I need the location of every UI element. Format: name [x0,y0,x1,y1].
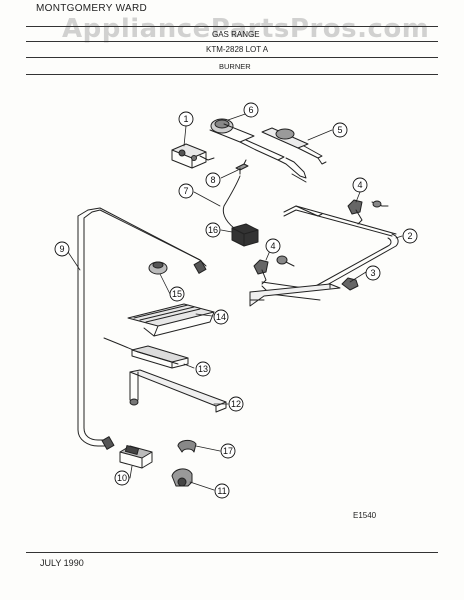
callout-6: 6 [248,105,253,115]
header-rule-lower [26,57,438,58]
header-rule-bottom [26,74,438,75]
part-heat-shield [127,303,215,337]
header-rule-top [26,26,438,27]
callout-16: 16 [208,225,218,235]
leader-lines [67,111,403,491]
callout-circles [54,102,418,499]
brand-label: MONTGOMERY WARD [36,3,147,14]
callout-10: 10 [117,473,127,483]
callout-17: 17 [223,446,233,456]
part-valve-knob-upper [347,199,389,225]
part-electrode-clip [235,159,249,175]
part-orifice-hood [148,261,168,275]
callout-14: 14 [216,312,226,322]
callout-11: 11 [217,486,226,496]
igniter-wire [222,175,241,229]
callout-2: 2 [407,231,412,241]
callout-4-upper: 4 [357,180,362,190]
callout-15: 15 [172,289,182,299]
part-spark-module [231,223,259,247]
callout-1: 1 [183,114,188,124]
callout-3: 3 [370,268,375,278]
watermark-text: AppliancePartsPros.com [62,14,430,44]
callout-numbers: 1 6 5 8 4 7 16 2 4 9 3 15 14 13 12 17 10… [59,105,412,496]
part-bracket-clamp [171,468,193,487]
part-manifold-pipe [261,205,399,301]
callout-12: 12 [231,399,241,409]
section-label: BURNER [219,62,251,71]
callout-4-lower: 4 [270,241,275,251]
part-valve-knob-lower [253,255,295,285]
callout-5: 5 [337,125,342,135]
footer-rule [26,552,438,553]
callout-7: 7 [183,186,188,196]
callout-13: 13 [198,364,208,374]
part-igniter-block [119,445,153,469]
part-top-burner [209,118,307,183]
part-burner-support [129,369,227,413]
part-gas-supply-tube [77,207,207,450]
part-burner-head [261,127,327,165]
part-manifold-bracket [249,277,359,307]
header-rule-middle [26,41,438,42]
range-label: GAS RANGE [212,30,260,39]
model-label: KTM-2828 LOT A [206,45,269,54]
callout-8: 8 [210,175,215,185]
footer-date-label: JULY 1990 [40,558,84,568]
part-clip [177,439,197,453]
part-valve-regulator [171,143,215,169]
part-oven-burner [103,337,189,369]
callout-9: 9 [59,244,64,254]
drawing-code-label: E1540 [353,511,377,520]
